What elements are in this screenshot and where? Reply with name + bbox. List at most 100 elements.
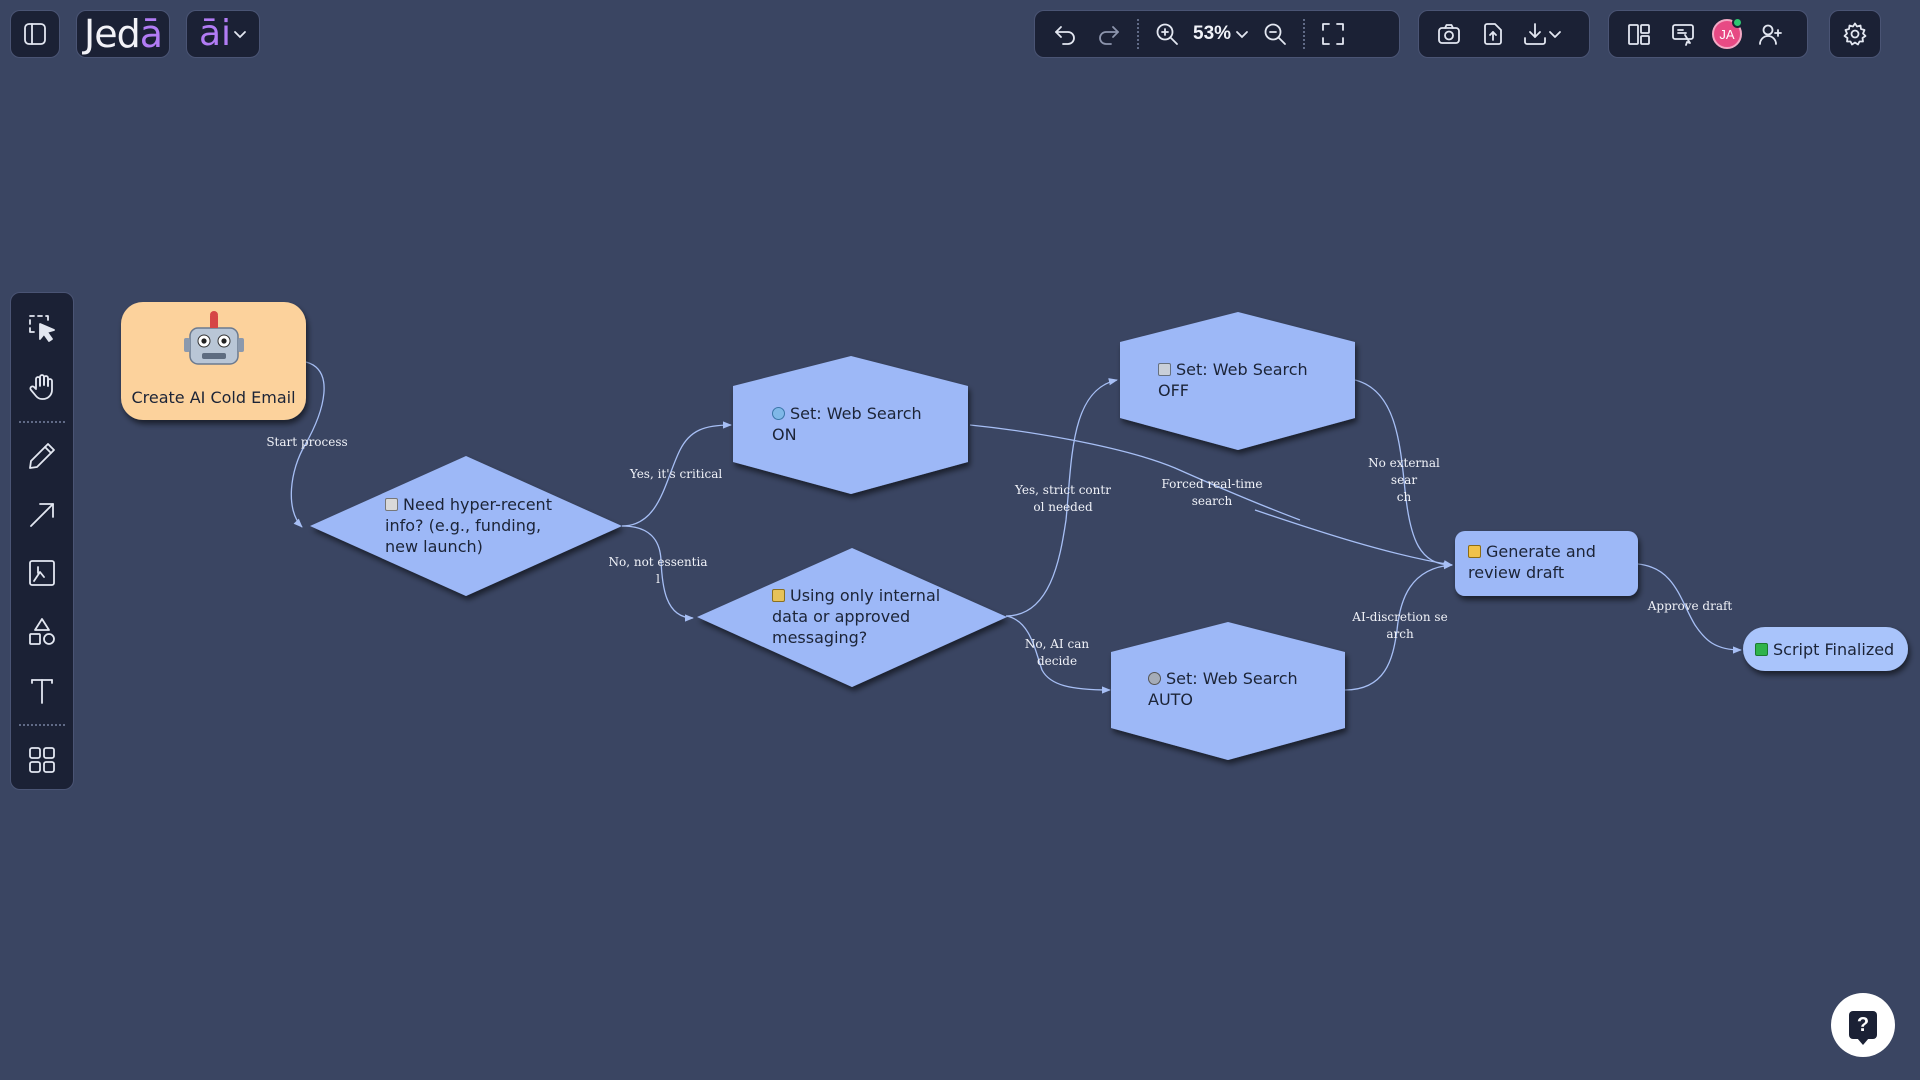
zoom-in-icon — [1156, 23, 1178, 45]
sidebar-toggle-pill — [10, 10, 60, 58]
frame-tool-button[interactable] — [14, 547, 70, 600]
node-decision2-line1: Using only internal — [790, 586, 941, 605]
node-start-label[interactable]: Create AI Cold Email — [131, 388, 296, 407]
edge-label-yes-strict: Yes, strict contr ol needed — [1013, 482, 1113, 516]
edge-decision2-to-web-off — [1005, 378, 1118, 617]
node-web-auto-line1: Set: Web Search — [1166, 669, 1298, 688]
node-decision1-line1: Need hyper-recent — [403, 495, 552, 514]
download-menu-button[interactable] — [1515, 12, 1569, 56]
edge-label-start-process: Start process — [262, 434, 352, 451]
presentation-icon — [1672, 24, 1694, 46]
sidebar-toggle-button[interactable] — [11, 12, 59, 56]
tool-divider — [19, 724, 65, 727]
zoom-level: 53% — [1193, 23, 1232, 44]
zoom-out-button[interactable] — [1253, 12, 1297, 56]
node-final-shape — [1743, 627, 1908, 671]
writing-hand-icon — [1468, 545, 1481, 558]
edge-web-on-to-generate — [969, 424, 1301, 521]
edge-decision1-to-web-on — [621, 421, 732, 527]
undo-button[interactable] — [1043, 12, 1087, 56]
edge-label-line: No, not essentia — [608, 555, 708, 569]
edge-label-line: Yes, strict contr — [1015, 483, 1111, 497]
help-label: ? — [1856, 1013, 1870, 1036]
globe-icon — [772, 407, 785, 420]
jeda-logo[interactable]: Jedā — [76, 10, 170, 58]
undo-icon — [1055, 26, 1075, 45]
node-final-label: Script Finalized — [1773, 640, 1895, 659]
ai-logo: āi — [198, 13, 232, 54]
toolbar-divider — [1137, 19, 1139, 49]
hand-icon — [29, 374, 53, 401]
select-tool-button[interactable] — [14, 302, 70, 355]
help-button[interactable]: ? — [1831, 993, 1895, 1057]
node-decision2-line2: data or approved — [772, 607, 911, 626]
screenshot-button[interactable] — [1427, 12, 1471, 56]
tool-palette — [10, 292, 74, 790]
zoom-in-button[interactable] — [1145, 12, 1189, 56]
node-decision1-shape — [310, 456, 622, 596]
shapes-tool-button[interactable] — [14, 606, 70, 659]
present-button[interactable] — [1661, 12, 1705, 56]
export-controls — [1418, 10, 1590, 58]
edge-label-approve: Approve draft — [1640, 598, 1740, 615]
edge-label-line: No external sear — [1368, 456, 1440, 487]
edge-label-no-external: No external sear ch — [1354, 455, 1454, 506]
chevron-down-icon — [1549, 31, 1561, 38]
logo-main: Jed — [83, 12, 141, 56]
node-web-off-shape — [1120, 312, 1355, 450]
logo-accent: ā — [139, 12, 163, 56]
check-mark-icon — [1755, 643, 1768, 656]
node-web-auto-line2: AUTO — [1148, 690, 1194, 709]
invite-user-button[interactable] — [1749, 12, 1793, 56]
selection-cursor-icon — [29, 315, 55, 343]
node-web-on-line1: Set: Web Search — [790, 404, 922, 423]
tool-divider — [19, 420, 65, 423]
gear-icon — [1843, 22, 1867, 46]
layout-button[interactable] — [1617, 12, 1661, 56]
node-web-off[interactable]: Set: Web Search OFF — [1158, 359, 1338, 401]
edge-label-line: Yes, it's critical — [629, 467, 723, 481]
grid-icon — [29, 746, 55, 773]
user-avatar-button[interactable]: JA — [1705, 12, 1749, 56]
edge-decision2-to-web-auto — [1005, 615, 1111, 694]
file-upload-icon — [1484, 23, 1502, 45]
edge-label-line: ol needed — [1033, 500, 1093, 514]
pencil-icon — [29, 442, 55, 469]
node-decision2-shape — [697, 548, 1007, 687]
newspaper-icon — [385, 498, 398, 511]
redo-button[interactable] — [1087, 12, 1131, 56]
node-decision2[interactable]: Using only internal data or approved mes… — [772, 585, 962, 648]
zoom-out-icon — [1264, 23, 1286, 45]
layout-panels-icon — [1628, 24, 1650, 45]
edge-label-no-ai-decide: No, AI can decide — [1017, 636, 1097, 670]
ai-menu-button[interactable]: āi — [186, 10, 260, 58]
node-web-auto[interactable]: Set: Web Search AUTO — [1148, 668, 1328, 710]
edge-label-line: AI-discretion se — [1352, 610, 1448, 624]
settings-button[interactable] — [1833, 12, 1877, 56]
node-final[interactable]: Script Finalized — [1755, 639, 1905, 660]
fit-screen-button[interactable] — [1311, 12, 1355, 56]
arrow-tool-button[interactable] — [14, 488, 70, 541]
view-controls: 53% — [1034, 10, 1400, 58]
edge-label-line: arch — [1386, 627, 1414, 641]
arrow-icon — [30, 502, 54, 527]
zoom-level-dropdown[interactable]: 53% — [1189, 23, 1253, 45]
pan-tool-button[interactable] — [14, 361, 70, 414]
node-web-on[interactable]: Set: Web Search ON — [772, 403, 952, 445]
pen-tool-button[interactable] — [14, 430, 70, 483]
node-generate[interactable]: Generate and review draft — [1468, 541, 1633, 583]
add-user-icon — [1759, 24, 1782, 45]
node-decision2-line3: messaging? — [772, 628, 868, 647]
node-generate-line1: Generate and — [1486, 542, 1596, 561]
edge-label-line: l — [656, 572, 660, 586]
node-web-on-shape — [733, 356, 968, 494]
upload-button[interactable] — [1471, 12, 1515, 56]
edge-label-forced: Forced real-time search — [1161, 476, 1263, 510]
templates-button[interactable] — [14, 733, 70, 786]
text-tool-button[interactable] — [14, 665, 70, 718]
node-decision1[interactable]: Need hyper-recent info? (e.g., funding, … — [385, 494, 565, 557]
gear-emoji-icon — [1148, 672, 1161, 685]
